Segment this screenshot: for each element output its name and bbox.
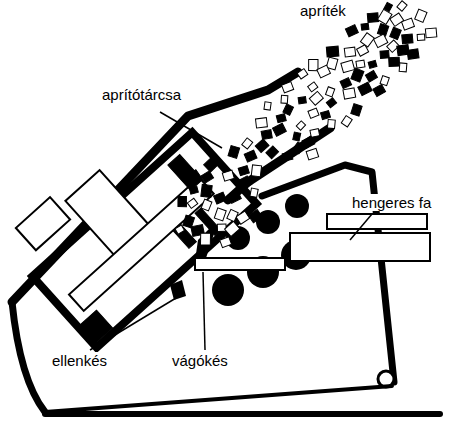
wood-chip [390,27,402,39]
wood-chip [214,208,226,221]
wood-chip [244,150,257,162]
wood-chip [175,225,184,234]
wood-chip [326,98,336,108]
log-end [195,258,285,270]
wood-chip [250,188,258,197]
wood-chip [310,129,320,138]
wood-chip [214,192,227,204]
wood-chip [368,60,377,68]
wood-chip [178,196,186,206]
part-label: vágókés [170,352,230,369]
wood-chip [340,78,352,89]
wood-chip [365,71,377,82]
wood-chip [360,33,374,47]
wood-chip [273,123,287,136]
wood-chip [344,47,355,57]
wood-chip [282,152,293,162]
log [290,233,430,261]
wood-chip [317,65,331,78]
wood-chip [261,130,272,140]
part-label: ellenkés [50,352,109,369]
log [327,214,427,229]
wood-chip [356,60,365,68]
wood-chip [204,157,219,172]
part-label: hengeres fa [350,194,433,211]
wood-chip [321,111,331,120]
wood-chip [374,34,388,47]
wood-chip [187,198,197,208]
wood-chip [242,138,253,149]
wood-chip [220,237,232,248]
wood-chip [351,104,362,116]
wood-chip [425,28,436,38]
wood-chip [186,170,201,185]
wood-chip [308,108,319,118]
base-frame [45,411,440,417]
wood-chip [326,46,339,57]
wood-chip [397,1,407,11]
wood-chip [200,233,210,245]
wood-chip [228,145,240,158]
wood-chip [367,13,378,23]
wood-chip [298,97,306,104]
wood-chip [361,23,369,30]
wood-chip [343,88,356,99]
wood-chip [377,9,392,24]
wood-chip [225,221,240,236]
wood-chip [293,142,305,154]
part-label: aprítótárcsa [100,86,183,103]
wood-chip [217,224,226,232]
wood-chip [237,176,252,190]
wood-chip [227,209,238,221]
wood-chip [264,102,271,110]
wood-chip [399,63,407,72]
wood-chip [201,199,212,211]
wood-chip [345,25,358,37]
wood-chip [417,34,425,41]
wood-chip [251,165,261,177]
part-label: apríték [298,2,348,19]
wood-chips [175,1,437,248]
wood-chip [201,171,214,183]
wood-chip [238,166,249,176]
wood-chip [201,184,212,197]
frame-strut [45,386,392,412]
wood-chip [302,136,315,148]
wood-chip [281,95,288,103]
wood-chip [341,60,355,72]
wood-chip [306,148,319,159]
wood-chip [282,82,294,93]
housing-frame [12,302,45,412]
wood-chip [341,116,352,127]
wood-chip [309,59,318,70]
wood-chip [309,91,323,105]
wood-chip [326,87,335,97]
wood-chip [189,186,198,194]
housing-outline [12,72,298,302]
wood-chip [276,114,286,123]
leader-lines [90,112,372,350]
counter-knife [170,280,186,300]
wood-chip [380,51,389,59]
wood-chip [255,118,267,128]
wood-chip [327,119,335,128]
wood-chip [248,210,262,223]
wood-chip [389,57,400,66]
wood-chip [296,121,305,130]
wood-chip [228,190,242,203]
wood-chip [255,139,269,153]
wood-chip [297,69,308,79]
wood-chip [373,84,386,96]
wood-chip [293,132,301,141]
wood-chip [402,34,413,44]
wood-chip [266,146,279,159]
disc-assembly [1,97,256,347]
wood-chip [415,9,427,22]
wood-chip [308,82,318,92]
wood-chip [222,170,234,181]
wood-chip [397,45,410,56]
wood-chip [358,82,372,96]
